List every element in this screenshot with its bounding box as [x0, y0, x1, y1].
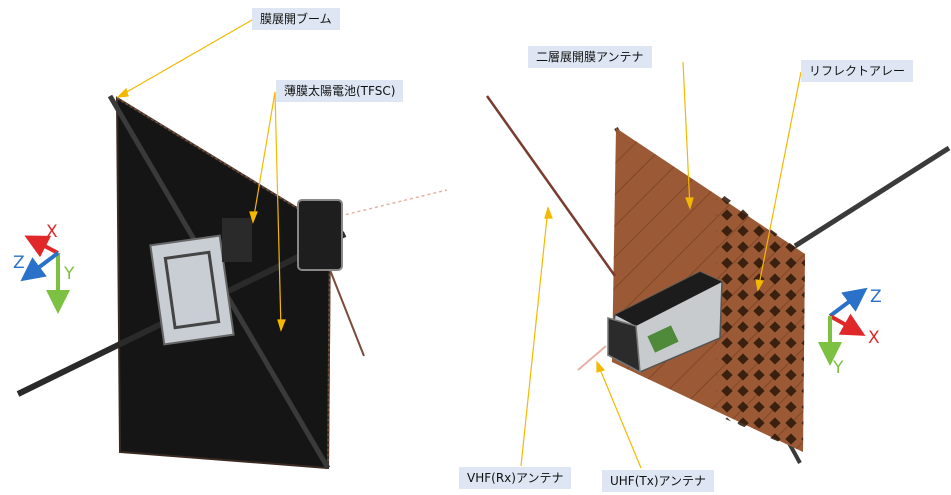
- bus-frame: [163, 250, 221, 330]
- y-axis-label: Y: [832, 358, 844, 378]
- left-axes: X Y Z: [13, 222, 75, 314]
- leader-lines: [116, 19, 802, 469]
- cubesat-end: [607, 317, 641, 374]
- side-module: [297, 199, 343, 271]
- right-axes: Z X Y: [818, 287, 882, 378]
- tfsc-label: 薄膜太陽電池(TFSC): [276, 80, 404, 102]
- x-axis-label: X: [868, 328, 880, 348]
- vhf-antenna-label: VHF(Rx)アンテナ: [459, 467, 572, 489]
- uhf-antenna-label: UHF(Tx)アンテナ: [602, 470, 715, 492]
- pink-antenna-wire: [339, 189, 448, 217]
- y-axis-label: Y: [63, 264, 75, 284]
- uhf-antenna-rod: [577, 345, 607, 371]
- z-axis-label: Z: [13, 253, 25, 273]
- cubesat-bus: [149, 234, 235, 346]
- right-satellite: [485, 95, 951, 464]
- x-axis-label: X: [46, 222, 58, 242]
- reflectarray-label: リフレクトアレー: [801, 60, 914, 82]
- reflectarray-elements: [716, 190, 805, 452]
- brown-antenna-rod: [329, 269, 365, 357]
- z-axis-label: Z: [870, 287, 882, 307]
- left-satellite: [16, 94, 448, 470]
- circuit-board: [647, 325, 679, 353]
- cubesat-top: [615, 272, 722, 326]
- vhf-antenna-rod: [485, 95, 617, 277]
- folded-panel: [222, 218, 252, 262]
- membrane-boom-label: 膜展開ブーム: [252, 8, 340, 30]
- boom-upper: [793, 145, 951, 249]
- two-layer-antenna-label: 二層展開膜アンテナ: [528, 46, 652, 68]
